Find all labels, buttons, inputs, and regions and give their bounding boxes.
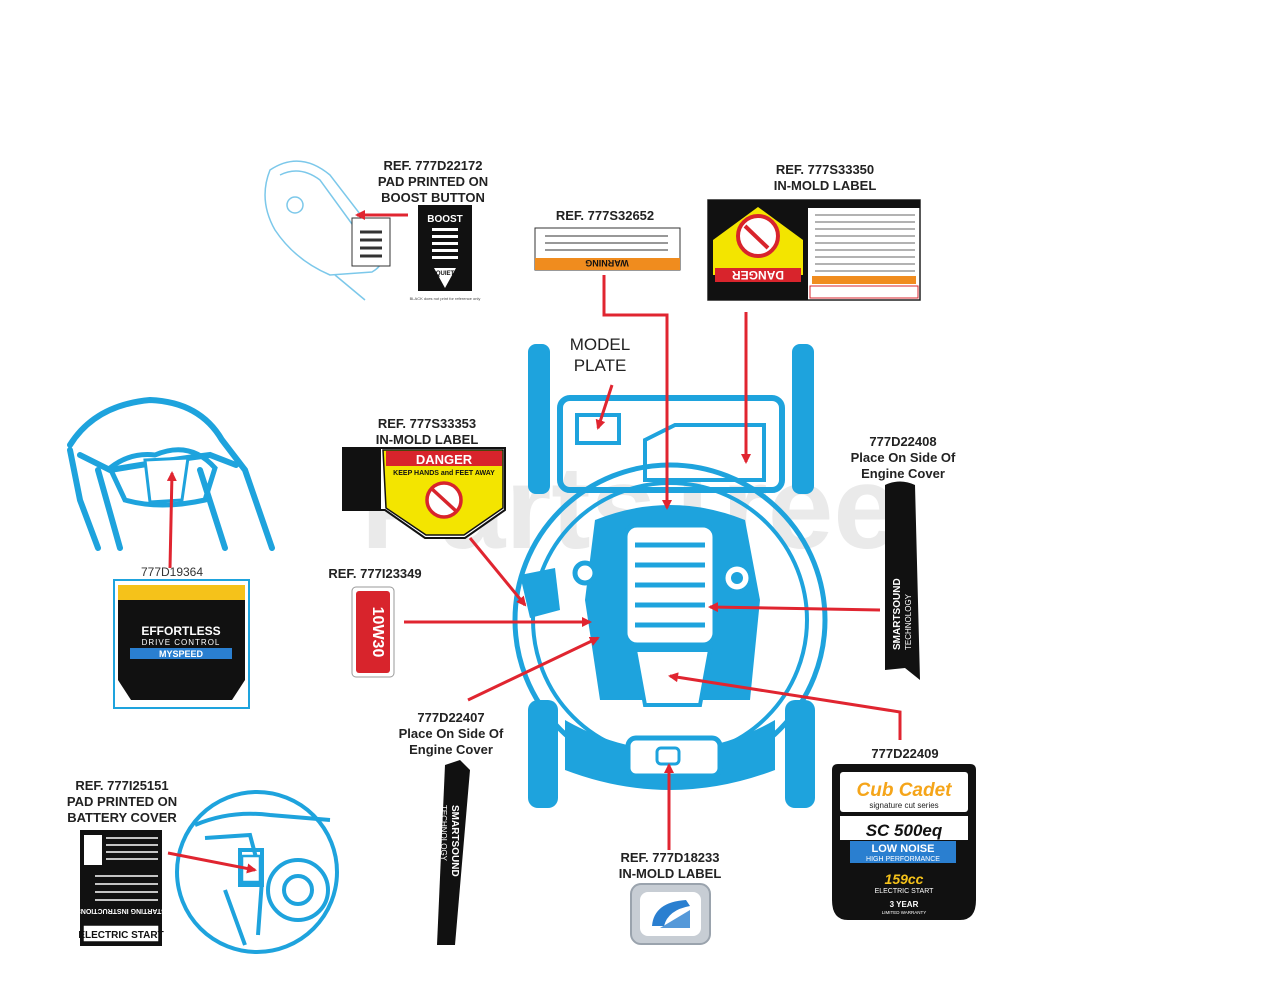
brand-cubcadet: Cub Cadet	[857, 780, 953, 801]
callout-side-right-line1: 777D22408	[869, 434, 937, 449]
warning-decal-word: WARNING	[585, 258, 629, 268]
battery-starting: STARTING INSTRUCTIONS	[76, 907, 166, 914]
callout-boost-line1: REF. 777D22172	[383, 158, 483, 173]
battery-decal: STARTING INSTRUCTIONS ELECTRIC START	[76, 830, 166, 946]
arrow-danger-mid	[468, 537, 527, 607]
callout-side-left: 777D22407 Place On Side Of Engine Cover	[386, 710, 516, 758]
smartsound-left-a: SMARTSOUND	[449, 805, 460, 877]
arrow-side-right	[708, 602, 881, 613]
handle-sketch	[67, 396, 275, 551]
callout-side-left-line3: Engine Cover	[409, 742, 493, 757]
arrow-warning	[602, 275, 672, 510]
callout-logo-line1: REF. 777D18233	[620, 850, 720, 865]
callout-boost-line2: PAD PRINTED ON	[377, 174, 489, 189]
callout-oil: REF. 777I23349	[312, 566, 438, 582]
mower-illustration	[512, 344, 828, 808]
smartsound-right-b: TECHNOLOGY	[904, 593, 913, 650]
callout-battery-line1: REF. 777I25151	[75, 778, 169, 793]
callout-battery: REF. 777I25151 PAD PRINTED ON BATTERY CO…	[52, 778, 192, 826]
smartsound-decal-left: SMARTSOUND TECHNOLOGY	[437, 760, 470, 945]
callout-battery-line3: BATTERY COVER	[67, 810, 177, 825]
callout-side-left-line2: Place On Side Of	[398, 726, 504, 741]
callout-danger-top-line2: IN-MOLD LABEL	[773, 178, 877, 193]
danger-top-word: DANGER	[732, 268, 784, 282]
callout-danger-mid-line2: IN-MOLD LABEL	[375, 432, 479, 447]
callout-danger-mid-line1: REF. 777S33353	[377, 416, 477, 431]
callout-danger-mid: REF. 777S33353 IN-MOLD LABEL	[362, 416, 492, 448]
callout-boost-line3: BOOST BUTTON	[381, 190, 485, 205]
brand-electric-start: ELECTRIC START	[875, 888, 935, 895]
callout-warning-line1: REF. 777S32652	[555, 208, 655, 223]
danger-decal-top: DANGER	[707, 199, 921, 301]
warning-decal: WARNING	[534, 227, 681, 271]
callout-danger-top: REF. 777S33350 IN-MOLD LABEL	[760, 162, 890, 194]
myspeed-drive-control: DRIVE CONTROL	[142, 638, 221, 647]
oil-decal: 10W30	[351, 586, 395, 678]
model-plate-area	[575, 413, 621, 445]
callout-brand-line1: 777D22409	[871, 746, 939, 761]
smartsound-right-a: SMARTSOUND	[892, 578, 903, 650]
myspeed-effortless: EFFORTLESS	[141, 624, 220, 638]
arrow-side-left	[467, 636, 600, 702]
callout-danger-top-line1: REF. 777S33350	[775, 162, 875, 177]
brand-low-noise: LOW NOISE	[872, 843, 935, 855]
boost-decal-note: BLACK does not print for reference only	[410, 296, 481, 301]
danger-mid-sub: KEEP HANDS and FEET AWAY	[393, 470, 495, 477]
danger-mid-word: DANGER	[416, 452, 473, 467]
callout-handle-line1: 777D19364	[140, 565, 204, 579]
logo-decal	[630, 883, 711, 945]
brand-decal: Cub Cadet signature cut series SC 500eq …	[832, 764, 976, 920]
callout-side-right: 777D22408 Place On Side Of Engine Cover	[838, 434, 968, 482]
callout-model-plate: MODEL PLATE	[555, 334, 645, 376]
callout-model-plate-line2: PLATE	[573, 356, 627, 375]
brand-signature: signature cut series	[869, 801, 938, 810]
callout-battery-line2: PAD PRINTED ON	[66, 794, 178, 809]
boost-decal: BOOST QUIET BLACK does not print for ref…	[410, 205, 481, 301]
myspeed-decal: EFFORTLESS DRIVE CONTROL MYSPEED	[113, 579, 250, 709]
boost-decal-bottom: QUIET	[436, 271, 455, 277]
battery-electric-start: ELECTRIC START	[78, 930, 163, 941]
callout-side-right-line3: Engine Cover	[861, 466, 945, 481]
callout-logo: REF. 777D18233 IN-MOLD LABEL	[605, 850, 735, 882]
myspeed-name: MYSPEED	[159, 649, 204, 659]
arrow-model-plate	[595, 384, 614, 430]
callout-side-right-line2: Place On Side Of	[850, 450, 956, 465]
brand-model: SC 500eq	[866, 821, 943, 840]
arrow-brand	[668, 672, 902, 740]
brand-warranty-sub: LIMITED WARRANTY	[882, 910, 927, 915]
brand-cc: 159cc	[885, 871, 924, 887]
brand-high-perf: HIGH PERFORMANCE	[866, 856, 940, 863]
danger-decal-mid: DANGER KEEP HANDS and FEET AWAY	[342, 447, 506, 539]
smartsound-left-b: TECHNOLOGY	[439, 805, 448, 862]
arrow-handle	[166, 471, 177, 569]
callout-brand: 777D22409	[845, 746, 965, 762]
callout-boost: REF. 777D22172 PAD PRINTED ON BOOST BUTT…	[368, 158, 498, 206]
boost-decal-top: BOOST	[427, 214, 463, 225]
callout-warning: REF. 777S32652	[540, 208, 670, 224]
callout-side-left-line1: 777D22407	[417, 710, 485, 725]
oil-decal-text: 10W30	[369, 607, 386, 658]
callout-model-plate-line1: MODEL	[569, 335, 631, 354]
smartsound-decal-right: SMARTSOUND TECHNOLOGY	[885, 481, 920, 680]
callout-logo-line2: IN-MOLD LABEL	[618, 866, 722, 881]
brand-warranty: 3 YEAR	[890, 900, 919, 909]
callout-oil-line1: REF. 777I23349	[328, 566, 422, 581]
boost-button-sketch	[264, 160, 391, 301]
leader-lines	[166, 210, 902, 874]
arrow-battery	[167, 851, 257, 874]
callout-handle: 777D19364	[122, 564, 222, 580]
